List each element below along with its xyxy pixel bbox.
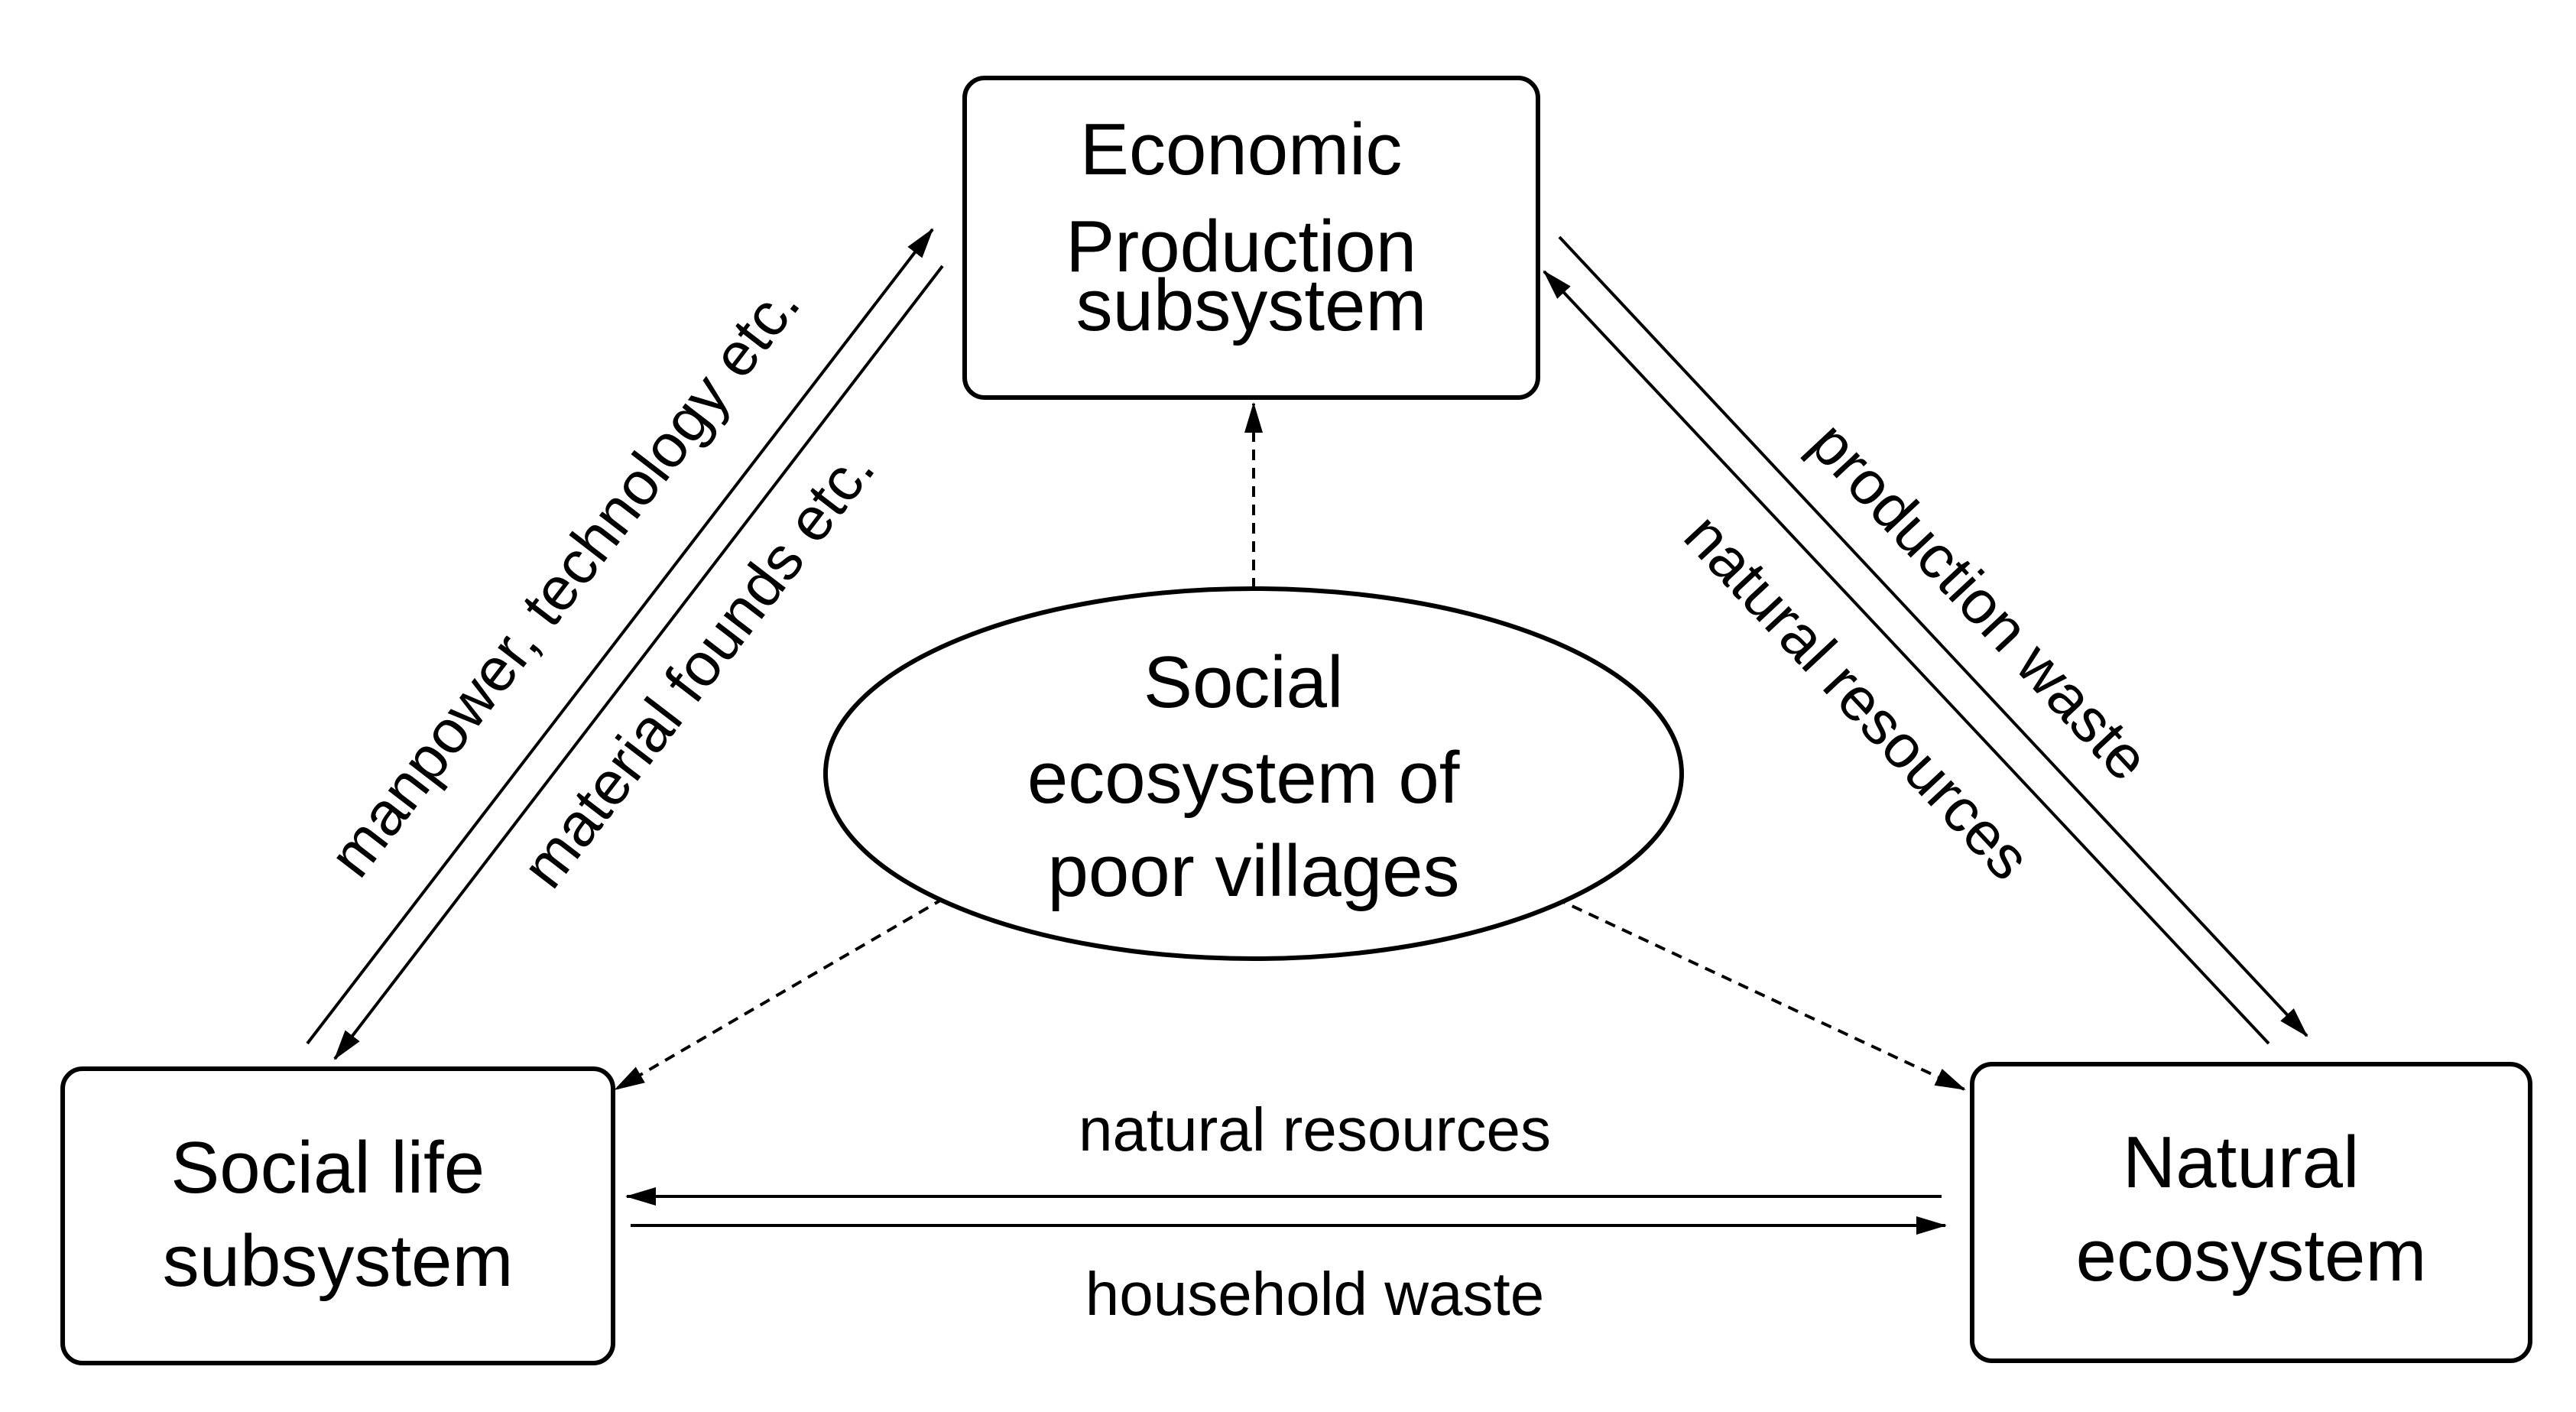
label-household-waste: household waste (1085, 1260, 1544, 1328)
dashed-arrow-center-to-social-life (614, 897, 946, 1091)
natural-line-2: ecosystem (2076, 1215, 2427, 1297)
arrow-economic-to-social (333, 265, 944, 1060)
social-life-node: Social life subsystem (60, 1066, 615, 1365)
social-life-line-1: Social life (170, 1127, 485, 1209)
natural-line-1: Natural (2123, 1121, 2359, 1203)
center-line-2: ecosystem of (1027, 737, 1460, 819)
svg-text:Social ecosystem of: Social ecosystem of poor villages (1027, 641, 1480, 912)
arrow-economic-to-natural (1558, 235, 2308, 1037)
center-line-3: poor villages (1048, 830, 1460, 912)
economic-production-node: Economic Production subsystem (962, 76, 1540, 400)
economic-line-3: subsystem (1076, 265, 1427, 346)
natural-ecosystem-node: Natural ecosystem (1970, 1062, 2532, 1363)
svg-text:Natural ecosystem: Natural ecosystem (2076, 1121, 2427, 1297)
economic-line-2: Production (1066, 206, 1416, 287)
social-life-line-2: subsystem (163, 1220, 514, 1302)
economic-line-1: Economic (1080, 109, 1403, 190)
svg-text:Social life subsystem: Social life subsystem (163, 1127, 514, 1302)
arrow-social-to-economic (306, 228, 934, 1045)
label-material-founds: material founds etc. (508, 435, 887, 900)
svg-text:Economic Production: Economic Production subsystem (1066, 109, 1437, 346)
center-line-1: Social (1144, 641, 1343, 723)
dashed-arrow-center-to-natural (1555, 897, 1966, 1091)
social-ecosystem-center-node: Social ecosystem of poor villages (823, 586, 1684, 961)
label-natural-resources-bottom: natural resources (1079, 1096, 1551, 1164)
arrow-natural-to-economic (1543, 270, 2270, 1045)
